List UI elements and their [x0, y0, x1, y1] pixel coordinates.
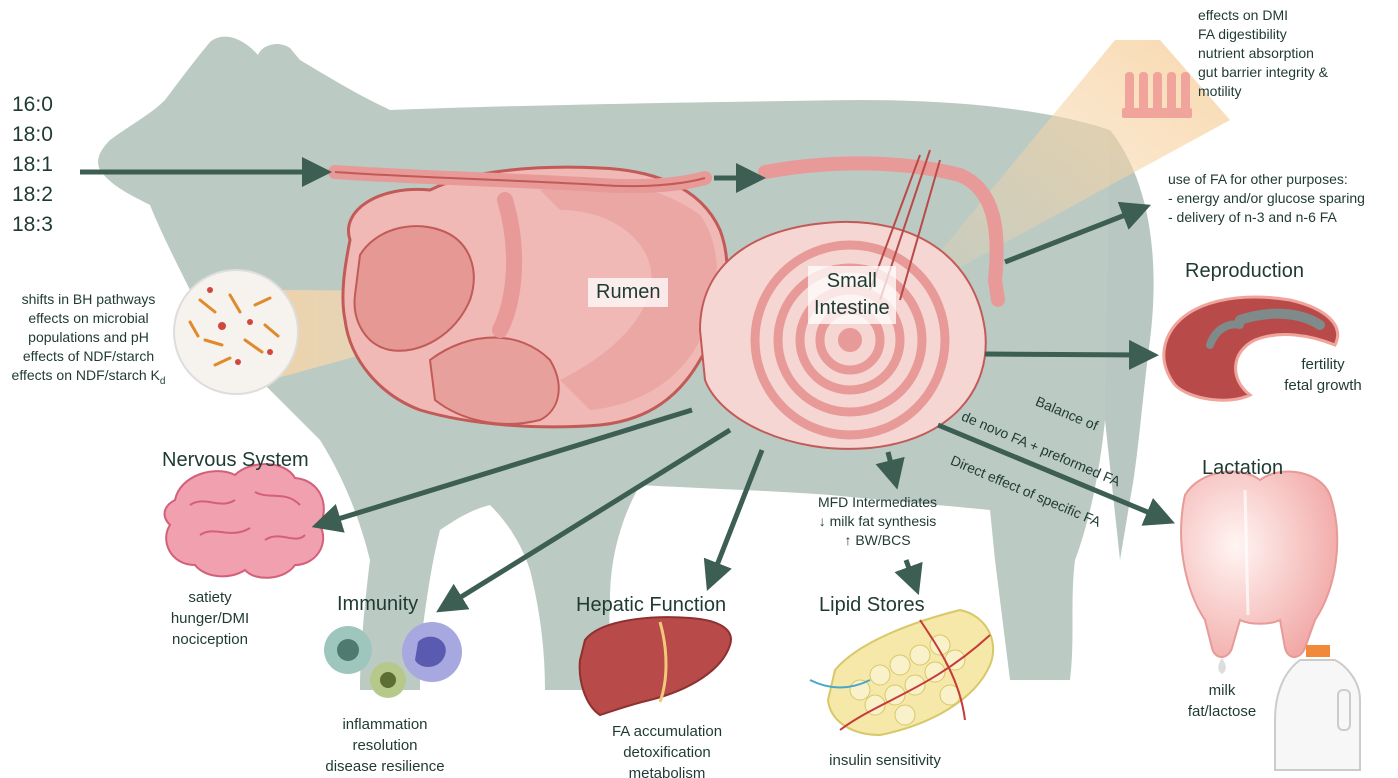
- lipid-intermediate: ↑ BW/BCS: [800, 531, 955, 550]
- lipid-title: Lipid Stores: [819, 593, 925, 617]
- lipid-items: insulin sensitivity: [810, 750, 960, 771]
- reproduction-title: Reproduction: [1185, 259, 1304, 283]
- fatty-acid-item: 18:0: [12, 120, 53, 150]
- lipid-intermediates: MFD Intermediates ↓ milk fat synthesis ↑…: [800, 493, 955, 550]
- rumen-title: Rumen: [588, 278, 668, 307]
- other-use: - energy and/or glucose sparing: [1168, 189, 1365, 208]
- arrow-to-lipid-b: [906, 560, 914, 582]
- nervous-item: hunger/DMI: [150, 608, 270, 629]
- lipid-intermediate: MFD Intermediates: [800, 493, 955, 512]
- fatty-acid-list: 16:0 18:0 18:1 18:2 18:3: [12, 90, 53, 240]
- hepatic-item: detoxification: [592, 742, 742, 763]
- rumen-effects: shifts in BH pathways effects on microbi…: [6, 290, 171, 391]
- small-intestine-title: Small Intestine: [808, 266, 896, 324]
- adipose-icon: [810, 610, 993, 735]
- microbes-icon: [174, 270, 298, 394]
- reproduction-item: fetal growth: [1268, 375, 1378, 396]
- lactation-item: milk: [1172, 680, 1272, 701]
- reproduction-item: fertility: [1268, 354, 1378, 375]
- intestine-effect: motility: [1198, 82, 1328, 101]
- intestine-effect: FA digestibility: [1198, 25, 1328, 44]
- other-uses: use of FA for other purposes: - energy a…: [1168, 170, 1365, 227]
- lipid-intermediate: ↓ milk fat synthesis: [800, 512, 955, 531]
- fatty-acid-item: 16:0: [12, 90, 53, 120]
- rumen-effect: effects of NDF/starch: [6, 347, 171, 366]
- fatty-acid-item: 18:2: [12, 180, 53, 210]
- intestine-effect: nutrient absorption: [1198, 44, 1328, 63]
- rumen-effect: effects on microbial: [6, 309, 171, 328]
- intestine-effect: effects on DMI: [1198, 6, 1328, 25]
- villi-icon: [1122, 72, 1192, 118]
- small-intestine-title-line: Intestine: [814, 295, 890, 322]
- fatty-acid-item: 18:3: [12, 210, 53, 240]
- hepatic-title: Hepatic Function: [576, 593, 726, 617]
- rumen-effect-kd: effects on NDF/starch Kd: [6, 366, 171, 391]
- reproduction-items: fertility fetal growth: [1268, 354, 1378, 396]
- other-use: use of FA for other purposes:: [1168, 170, 1365, 189]
- nervous-system-items: satiety hunger/DMI nociception: [150, 587, 270, 650]
- milk-jug-icon: [1275, 645, 1360, 770]
- lactation-title: Lactation: [1202, 456, 1283, 480]
- rumen-effect: populations and pH: [6, 328, 171, 347]
- immunity-title: Immunity: [337, 592, 418, 616]
- hepatic-item: FA accumulation: [592, 721, 742, 742]
- immunity-item: inflammation: [310, 714, 460, 735]
- lactation-items: milk fat/lactose: [1172, 680, 1272, 722]
- udder-icon: [1181, 472, 1337, 674]
- immunity-items: inflammation resolution disease resilien…: [310, 714, 460, 777]
- nervous-system-title: Nervous System: [162, 448, 309, 472]
- immunity-item: disease resilience: [310, 756, 460, 777]
- liver-icon: [580, 617, 731, 715]
- immunity-item: resolution: [310, 735, 460, 756]
- fatty-acid-item: 18:1: [12, 150, 53, 180]
- lipid-item: insulin sensitivity: [810, 750, 960, 771]
- rumen-effect: shifts in BH pathways: [6, 290, 171, 309]
- arrow-to-reproduction: [985, 354, 1145, 355]
- hepatic-item: metabolism: [592, 763, 742, 778]
- brain-icon: [165, 464, 324, 578]
- nervous-item: satiety: [150, 587, 270, 608]
- nervous-item: nociception: [150, 629, 270, 650]
- small-intestine-title-line: Small: [814, 268, 890, 295]
- other-use: - delivery of n-3 and n-6 FA: [1168, 208, 1365, 227]
- intestine-effect: gut barrier integrity &: [1198, 63, 1328, 82]
- intestine-effects: effects on DMI FA digestibility nutrient…: [1198, 6, 1328, 101]
- lactation-item: fat/lactose: [1172, 701, 1272, 722]
- hepatic-items: FA accumulation detoxification metabolis…: [592, 721, 742, 778]
